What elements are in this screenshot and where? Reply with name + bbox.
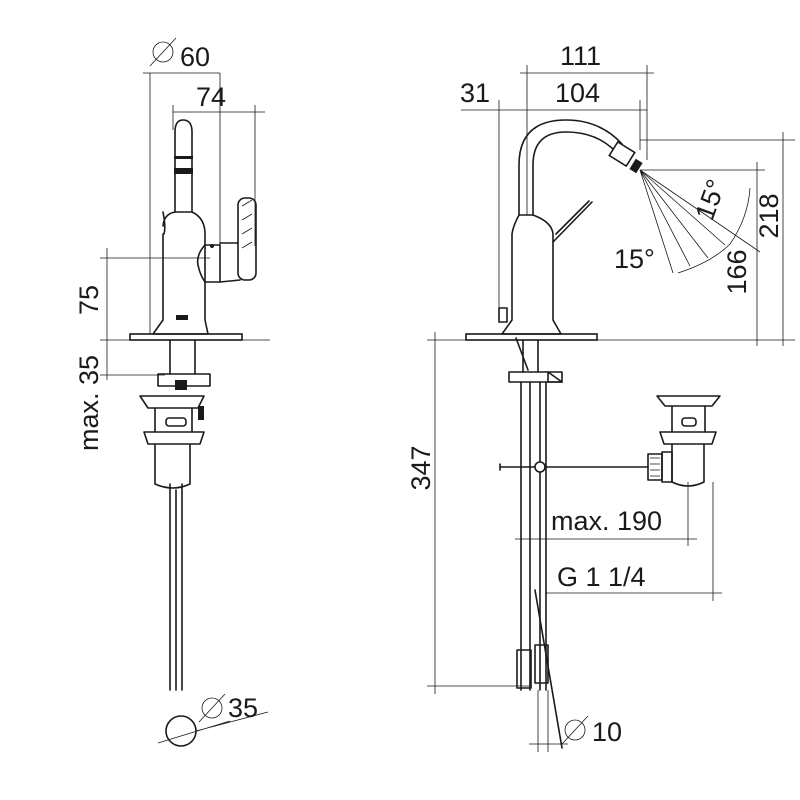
supply-hoses-front (169, 483, 183, 691)
dim-347: 347 (406, 445, 436, 490)
side-view (465, 119, 761, 749)
dim-dia-35: 35 (228, 693, 258, 723)
body-front (152, 211, 209, 335)
front-dimensions: 60 74 75 max. 35 35 (74, 37, 270, 744)
aerator-side (608, 140, 636, 168)
diameter-symbol (198, 693, 226, 723)
lever-side (552, 200, 593, 243)
dim-31: 31 (460, 78, 490, 108)
spout-side (518, 119, 623, 216)
deck-plate-front (129, 333, 243, 341)
dim-max-35: max. 35 (74, 355, 104, 451)
waste-front (139, 395, 205, 489)
dim-166: 166 (722, 249, 752, 294)
diameter-symbol (561, 715, 589, 745)
plug-disc (165, 715, 197, 747)
dim-75: 75 (74, 285, 104, 315)
pop-up-rod (499, 463, 649, 471)
spray-pattern (639, 169, 761, 274)
side-dimensions: 111 31 104 15° 15° 218 166 347 max. 190 … (406, 41, 795, 752)
dim-dia-60: 60 (180, 42, 210, 72)
diameter-symbol (149, 37, 177, 67)
dim-dia-10: 10 (592, 717, 622, 747)
dim-74: 74 (196, 82, 226, 112)
front-view (129, 119, 257, 747)
spout-outlet-front (174, 168, 193, 174)
dim-218: 218 (754, 193, 784, 238)
body-side (501, 214, 562, 335)
deck-plate-side (465, 333, 598, 341)
mounting-nut-side (508, 371, 563, 383)
dim-max-190: max. 190 (551, 506, 662, 536)
supply-hoses-side (520, 381, 547, 691)
lever-front (237, 197, 257, 281)
waste-side (647, 395, 721, 487)
lever-mount-front (196, 244, 221, 283)
dim-angle-upper: 15° (689, 175, 731, 224)
dim-angle-lower: 15° (614, 244, 655, 274)
spout-front (174, 119, 193, 213)
dim-111: 111 (560, 41, 601, 71)
dim-thread: G 1 1/4 (557, 562, 646, 592)
dim-104: 104 (555, 78, 600, 108)
